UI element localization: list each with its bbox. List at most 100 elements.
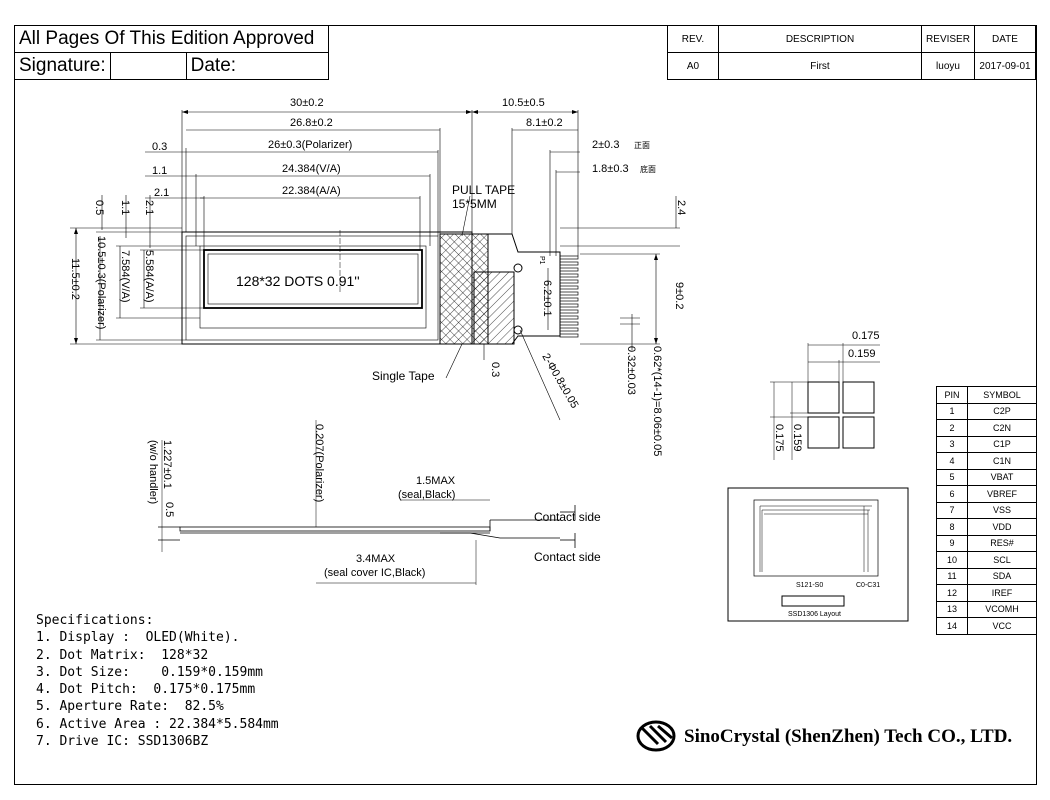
viewing-area <box>199 245 427 329</box>
company-logo-icon <box>636 720 676 752</box>
revision-table: REV. DESCRIPTION REVISER DATE A0 First l… <box>667 25 1036 80</box>
pin-number: 2 <box>936 419 968 437</box>
dim-dot-size-v: 0.159 <box>791 424 803 452</box>
dim-v-0-5: 0.5 <box>93 200 105 215</box>
approval-title: All Pages Of This Edition Approved <box>14 25 329 53</box>
pin-number: 8 <box>936 518 968 536</box>
dim-dot-pitch: 0.175 <box>852 330 880 342</box>
pin-symbol: IREF <box>967 584 1037 602</box>
dim-cover-note: (seal cover IC,Black) <box>324 567 425 579</box>
pull-tape-label: PULL TAPE <box>452 183 515 197</box>
dim-pin-pitch: 0.32±0.03 <box>625 346 637 395</box>
symbol-header: SYMBOL <box>967 386 1037 404</box>
dim-t-0-5: 0.5 <box>163 502 175 517</box>
dim-off-2-1: 2.1 <box>154 187 169 199</box>
dim-off-1-1: 1.1 <box>152 165 167 177</box>
dim-off-0-3: 0.3 <box>152 141 167 153</box>
company-name: SinoCrystal (ShenZhen) Tech CO., LTD. <box>684 726 1013 747</box>
pin-symbol: VSS <box>967 501 1037 519</box>
dim-height-10-5: 10.5±0.3(Polarizer) <box>95 236 107 329</box>
pin-number: 7 <box>936 501 968 519</box>
date-label: Date: <box>190 55 237 76</box>
single-tape-label: Single Tape <box>372 369 435 383</box>
rev-value: A0 <box>667 52 719 80</box>
pin-symbol: C2P <box>967 402 1037 420</box>
spec-line: 2. Dot Matrix: 128*32 <box>36 647 209 663</box>
dim-thickness: 1.227±0.1 <box>161 440 173 489</box>
approval-box: All Pages Of This Edition Approved Signa… <box>14 25 330 80</box>
dim-fpc-length: 10.5±0.5 <box>502 97 545 109</box>
dim-aa-height: 5.584(A/A) <box>143 250 155 303</box>
pin-symbol: VCC <box>967 617 1037 635</box>
com-label: C0-C31 <box>856 582 880 589</box>
pin-number: 4 <box>936 452 968 470</box>
pin-number: 13 <box>936 600 968 618</box>
dim-v-2-1: 2.1 <box>143 200 155 215</box>
date-value: 2017-09-01 <box>974 52 1036 80</box>
reviser-header: REVISER <box>921 25 975 53</box>
dim-26-8: 26.8±0.2 <box>290 117 333 129</box>
dim-polarizer-thk: 0.207(Polarizer) <box>313 424 325 502</box>
pin-number: 10 <box>936 551 968 569</box>
date-field[interactable]: Date: <box>185 52 330 80</box>
dim-fpc-2: 2±0.3 <box>592 139 619 151</box>
dim-6-2: 6.2±0.1 <box>541 280 553 317</box>
dim-overall-width: 30±0.2 <box>290 97 324 109</box>
dim-fpc-2-note: 正面 <box>634 141 650 150</box>
dim-fpc-1-8: 1.8±0.3 <box>592 163 629 175</box>
pin-symbol: VCOMH <box>967 600 1037 618</box>
dim-polarizer-width: 26±0.3(Polarizer) <box>268 139 352 151</box>
dim-pin-span: 0.62*(14-1)=8.06±0.05 <box>651 346 663 456</box>
pin-symbol: SCL <box>967 551 1037 569</box>
signature-label: Signature: <box>14 52 111 80</box>
active-area <box>203 249 423 309</box>
dim-9: 9±0.2 <box>673 282 685 309</box>
specifications: Specifications: 1. Display : OLED(White)… <box>36 612 279 750</box>
dot-detail <box>770 343 880 460</box>
pin-one-marker: P1 <box>538 256 545 265</box>
single-tape-area <box>473 271 515 345</box>
seg-label: S121-S0 <box>796 582 823 589</box>
dim-0-3: 0.3 <box>489 362 501 377</box>
rev-header: REV. <box>667 25 719 53</box>
dim-dot-size: 0.159 <box>848 348 876 360</box>
pin-number: 3 <box>936 435 968 453</box>
pin-number: 11 <box>936 567 968 585</box>
pin-number: 5 <box>936 468 968 486</box>
dim-seal-max: 1.5MAX <box>416 475 456 487</box>
spec-line: 7. Drive IC: SSD1306BZ <box>36 734 209 750</box>
dim-va-height: 7.584(V/A) <box>119 250 131 303</box>
pull-tape-size: 15*5MM <box>452 197 497 211</box>
pin-header: PIN <box>936 386 968 404</box>
dim-holes: 2-Φ0.8±0.05 <box>539 352 580 411</box>
pin-symbol: C2N <box>967 419 1037 437</box>
spec-line: 1. Display : OLED(White). <box>36 630 240 646</box>
description-value: First <box>718 52 922 80</box>
pin-number: 14 <box>936 617 968 635</box>
signature-field[interactable] <box>109 52 187 80</box>
pin-symbol: VBREF <box>967 485 1037 503</box>
dim-cover-max: 3.4MAX <box>356 553 396 565</box>
dim-aa-width: 22.384(A/A) <box>282 185 341 197</box>
pin-symbol: VBAT <box>967 468 1037 486</box>
spec-line: 3. Dot Size: 0.159*0.159mm <box>36 664 263 680</box>
pin-symbol: C1P <box>967 435 1037 453</box>
dim-fpc-8-1: 8.1±0.2 <box>526 117 563 129</box>
fpc-pins <box>559 255 579 338</box>
dim-2-4: 2.4 <box>675 200 687 215</box>
fpc-hole-1 <box>513 263 523 273</box>
dim-fpc-1-8-note: 底面 <box>640 164 656 174</box>
contact-side-label-2: Contact side <box>534 550 601 564</box>
date-header: DATE <box>974 25 1036 53</box>
pin-symbol: C1N <box>967 452 1037 470</box>
dim-va-width: 24.384(V/A) <box>282 163 341 175</box>
contact-side-label-1: Contact side <box>534 510 601 524</box>
